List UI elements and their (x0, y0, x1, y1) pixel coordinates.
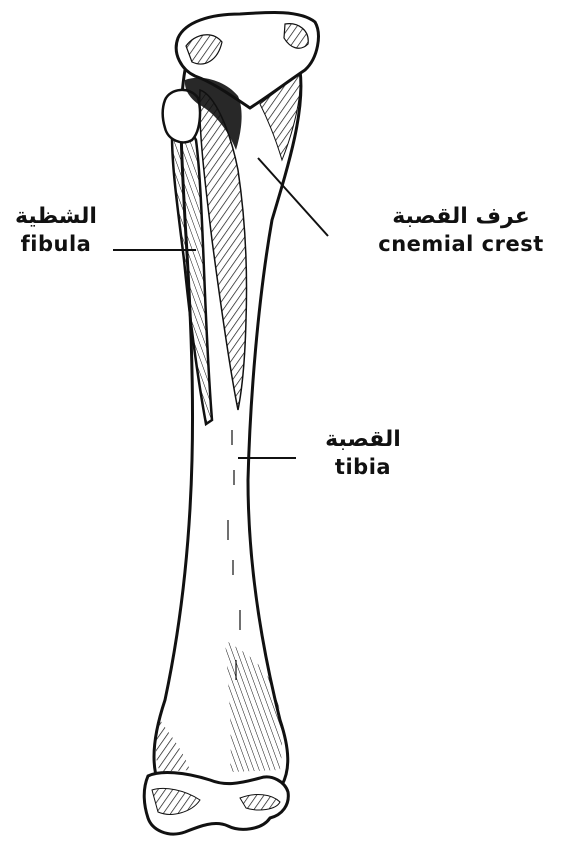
label-fibula-english: fibula (10, 231, 102, 257)
label-tibia-arabic: القصبة (318, 426, 408, 454)
label-fibula-arabic: الشظية (10, 203, 102, 231)
label-cnemial-crest: عرف القصبة cnemial crest (356, 203, 566, 257)
label-fibula: الشظية fibula (10, 203, 102, 257)
label-tibia: القصبة tibia (318, 426, 408, 480)
label-crest-arabic: عرف القصبة (356, 203, 566, 231)
label-tibia-english: tibia (318, 454, 408, 480)
label-crest-english: cnemial crest (356, 231, 566, 257)
